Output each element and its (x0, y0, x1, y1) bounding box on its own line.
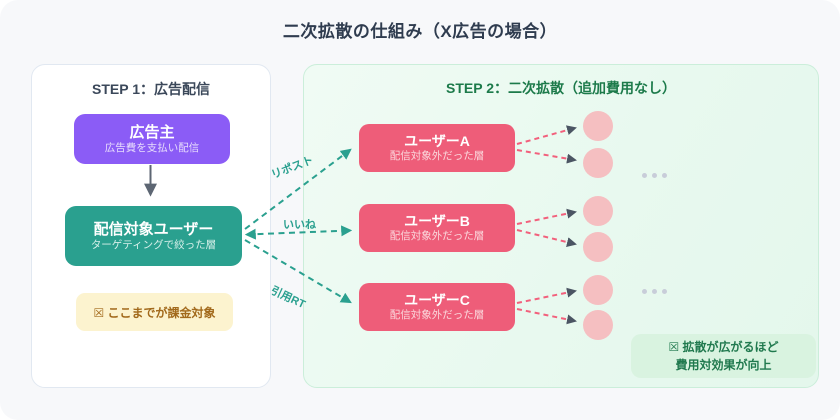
user-c-subtitle: 配信対象外だった層 (389, 309, 485, 322)
follower-circle (583, 275, 613, 305)
follower-circle (583, 196, 613, 226)
user-b-subtitle: 配信対象外だった層 (389, 230, 485, 243)
follower-circle (583, 148, 613, 178)
step1-panel: STEP 1：広告配信 広告主 広告費を支払い配信 配信対象ユーザー ターゲティ… (31, 64, 271, 388)
edge-label-like: いいね (283, 219, 316, 231)
target-users-title: 配信対象ユーザー (93, 220, 214, 238)
advertiser-title: 広告主 (129, 123, 175, 141)
more-users-ellipsis (642, 289, 667, 294)
more-users-ellipsis (642, 173, 667, 178)
user-b-title: ユーザーB (404, 213, 470, 230)
page-title: 二次拡散の仕組み（X広告の場合） (282, 22, 558, 41)
target-users-subtitle: ターゲティングで絞った層 (90, 238, 217, 251)
advertiser-node: 広告主 広告費を支払い配信 (74, 114, 230, 164)
follower-circle (583, 310, 613, 340)
step2-heading: STEP 2：二次拡散（追加費用なし） (446, 80, 676, 96)
target-users-node: 配信対象ユーザー ターゲティングで絞った層 (65, 206, 242, 266)
user-a-node: ユーザーA 配信対象外だった層 (359, 124, 515, 172)
benefit-note-line1: ☒ 拡散が広がるほど (668, 340, 779, 355)
user-c-node: ユーザーC 配信対象外だった層 (359, 283, 515, 331)
user-c-title: ユーザーC (404, 292, 470, 309)
billing-note: ☒ ここまでが課金対象 (76, 293, 233, 331)
user-a-subtitle: 配信対象外だった層 (389, 150, 485, 163)
benefit-note-line2: 費用対効果が向上 (675, 357, 772, 372)
follower-circle (583, 232, 613, 262)
advertiser-subtitle: 広告費を支払い配信 (104, 141, 200, 154)
user-a-title: ユーザーA (404, 133, 470, 150)
follower-circle (583, 111, 613, 141)
user-b-node: ユーザーB 配信対象外だった層 (359, 204, 515, 252)
benefit-note: ☒ 拡散が広がるほど 費用対効果が向上 (631, 334, 816, 378)
step1-heading: STEP 1：広告配信 (92, 81, 210, 97)
step2-panel: STEP 2：二次拡散（追加費用なし） ユーザーA 配信対象外だった層 ユーザー… (303, 64, 819, 388)
